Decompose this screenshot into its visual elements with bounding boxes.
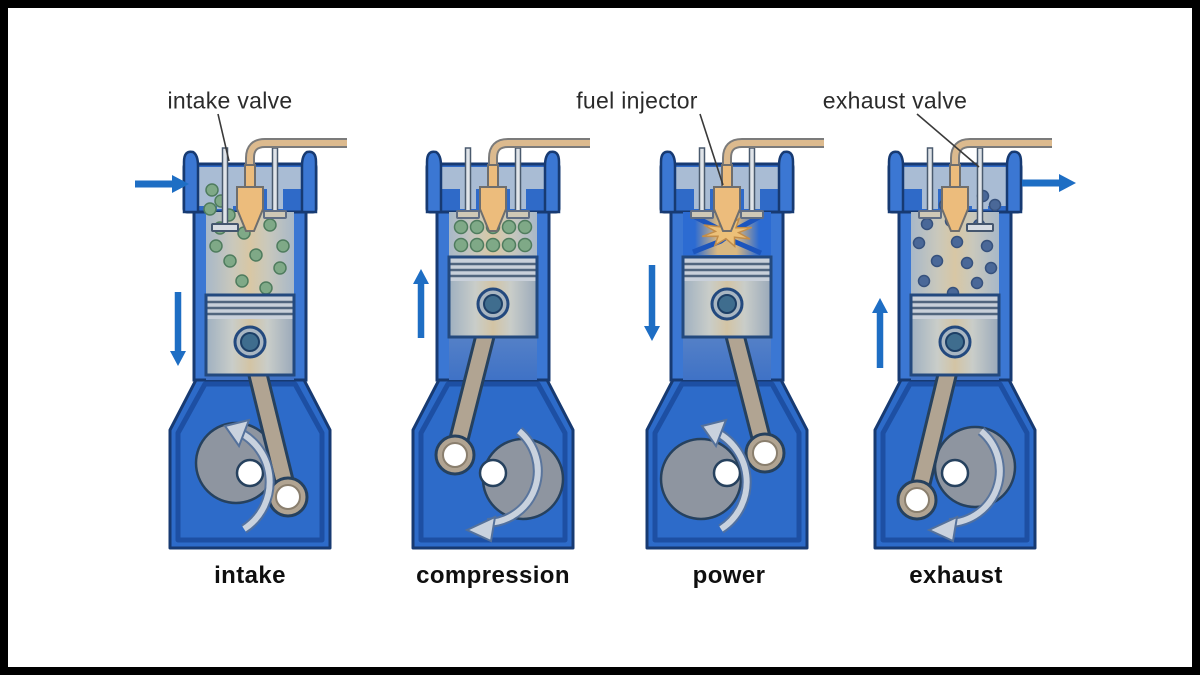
crank-main-journal	[940, 458, 970, 488]
crankcase-inner-wall	[418, 381, 568, 543]
crankcase-inner-wall	[880, 381, 1030, 543]
injector-stub	[721, 164, 733, 188]
closed-valve-head	[740, 210, 764, 219]
rotation-arrow	[926, 427, 1005, 543]
engine-stage-power	[644, 138, 824, 550]
stage-label-power: power	[692, 562, 766, 589]
piston-motion-arrow-down	[644, 265, 660, 341]
closed-valve-head	[918, 210, 942, 219]
callout-fuel-injector: fuel injector	[576, 87, 698, 114]
piston-pin	[240, 332, 260, 352]
stage-label-intake: intake	[214, 562, 286, 589]
rotation-arrow	[464, 427, 543, 543]
fuel-line	[952, 140, 1052, 172]
piston-outline	[909, 293, 1001, 377]
stage-label-exhaust: exhaust	[909, 562, 1003, 589]
crank-counterweight	[659, 437, 743, 521]
intake-valve-stem	[221, 147, 229, 225]
exhaust-valve-stem	[514, 147, 522, 212]
piston-motion-arrow-up	[413, 269, 429, 338]
crank-main-journal	[478, 458, 508, 488]
piston-pin	[945, 332, 965, 352]
piston-outline	[681, 255, 773, 339]
exhaust-valve-stem	[976, 147, 984, 225]
open-valve-head	[211, 223, 239, 232]
piston-outline	[204, 293, 296, 377]
intake-valve-stem	[926, 147, 934, 212]
piston-pin	[483, 294, 503, 314]
piston-pin	[717, 294, 737, 314]
injector-stub	[487, 164, 499, 188]
piston-motion-arrow-up	[872, 298, 888, 368]
rotation-arrow	[700, 418, 752, 534]
crank-pin-journal	[442, 442, 468, 468]
injector-stub	[949, 164, 961, 188]
intake-valve-stem	[698, 147, 706, 212]
closed-valve-head	[506, 210, 530, 219]
closed-valve-head	[690, 210, 714, 219]
fuel-injector	[713, 186, 741, 232]
crankcase-inner-wall	[652, 381, 802, 543]
engine-stage-exhaust	[872, 138, 1076, 550]
crank-pin-journal	[752, 440, 778, 466]
piston-outline	[447, 255, 539, 339]
engine-stage-intake	[135, 138, 347, 550]
head-right-horn	[777, 150, 795, 214]
piston-motion-arrow-down	[170, 292, 186, 366]
stage-label-compression: compression	[416, 562, 570, 589]
fuel-line	[724, 140, 824, 172]
head-left-horn	[182, 150, 200, 214]
fuel-injector	[479, 186, 507, 232]
exhaust-valve-stem	[271, 147, 279, 212]
engine-stage-compression	[411, 138, 590, 550]
callout-intake-valve: intake valve	[167, 87, 293, 114]
callout-exhaust-valve: exhaust valve	[822, 87, 968, 114]
callout-pointer-line-2	[916, 113, 980, 168]
closed-valve-head	[263, 210, 287, 219]
fuel-line	[490, 140, 590, 172]
head-right-horn	[543, 150, 561, 214]
fuel-line	[247, 140, 347, 172]
head-left-horn	[425, 150, 443, 214]
crankcase-inner-wall	[175, 381, 325, 543]
exhaust-valve-stem	[748, 147, 756, 212]
head-right-horn	[300, 150, 318, 214]
closed-valve-head	[456, 210, 480, 219]
crank-main-journal	[712, 458, 742, 488]
rotation-arrow	[223, 418, 275, 534]
injector-stub	[244, 164, 256, 188]
intake-flow-arrow	[135, 175, 189, 193]
intake-valve-stem	[464, 147, 472, 212]
exhaust-flow-arrow	[1022, 174, 1076, 192]
open-valve-head	[966, 223, 994, 232]
crank-pin-journal	[904, 487, 930, 513]
crank-pin-journal	[275, 484, 301, 510]
head-left-horn	[887, 150, 905, 214]
head-right-horn	[1005, 150, 1023, 214]
head-left-horn	[659, 150, 677, 214]
fuel-injector	[236, 186, 264, 232]
callout-pointer-line-1	[699, 113, 724, 186]
crank-main-journal	[235, 458, 265, 488]
fuel-injector	[941, 186, 969, 232]
callout-pointer-line-0	[217, 113, 230, 162]
